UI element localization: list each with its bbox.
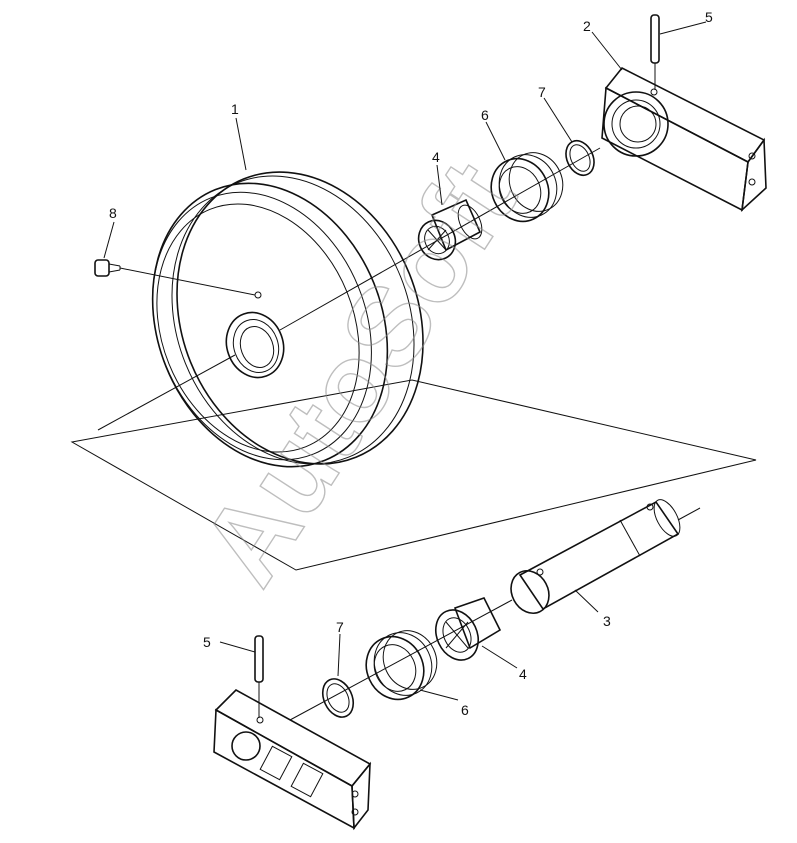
axis-line-wheel-lower — [97, 354, 236, 431]
callout-8: 8 — [109, 205, 117, 221]
bushing-part-4-lower — [435, 597, 502, 661]
reference-plane — [70, 379, 757, 571]
callouts: 1 2 5 4 6 7 8 3 4 6 7 5 — [109, 9, 713, 718]
axis-line-upper — [279, 147, 601, 331]
shaft-part-3 — [510, 499, 681, 614]
watermark-text: AutoSoft — [177, 141, 539, 606]
callout-3: 3 — [603, 613, 611, 629]
axis-line-shaft-upper — [677, 507, 701, 521]
floating-seal-part-6-upper — [490, 152, 564, 223]
o-ring-part-7-upper — [565, 139, 595, 177]
idler-wheel-part-1 — [151, 171, 424, 468]
support-bracket-lower — [213, 689, 372, 831]
callout-4-upper: 4 — [432, 149, 440, 165]
axis-line-plug — [119, 267, 256, 296]
o-ring-part-7-lower — [321, 678, 355, 718]
support-bracket-part-2 — [601, 66, 767, 213]
bushing-part-4-upper — [417, 198, 483, 261]
callout-7-upper: 7 — [538, 84, 546, 100]
callout-6-lower: 6 — [461, 702, 469, 718]
pin-part-5-lower — [254, 635, 264, 718]
leader-lines — [103, 21, 707, 701]
callout-6-upper: 6 — [481, 107, 489, 123]
callout-5-upper: 5 — [705, 9, 713, 25]
pin-part-5-upper — [650, 14, 660, 90]
callout-5-lower: 5 — [203, 634, 211, 650]
callout-2: 2 — [583, 18, 591, 34]
callout-4-lower: 4 — [519, 666, 527, 682]
floating-seal-part-6-lower — [365, 630, 438, 701]
plug-bolt-part-8 — [94, 259, 121, 277]
axis-line-lower — [289, 599, 513, 721]
callout-1: 1 — [231, 101, 239, 117]
callout-7-lower: 7 — [336, 619, 344, 635]
